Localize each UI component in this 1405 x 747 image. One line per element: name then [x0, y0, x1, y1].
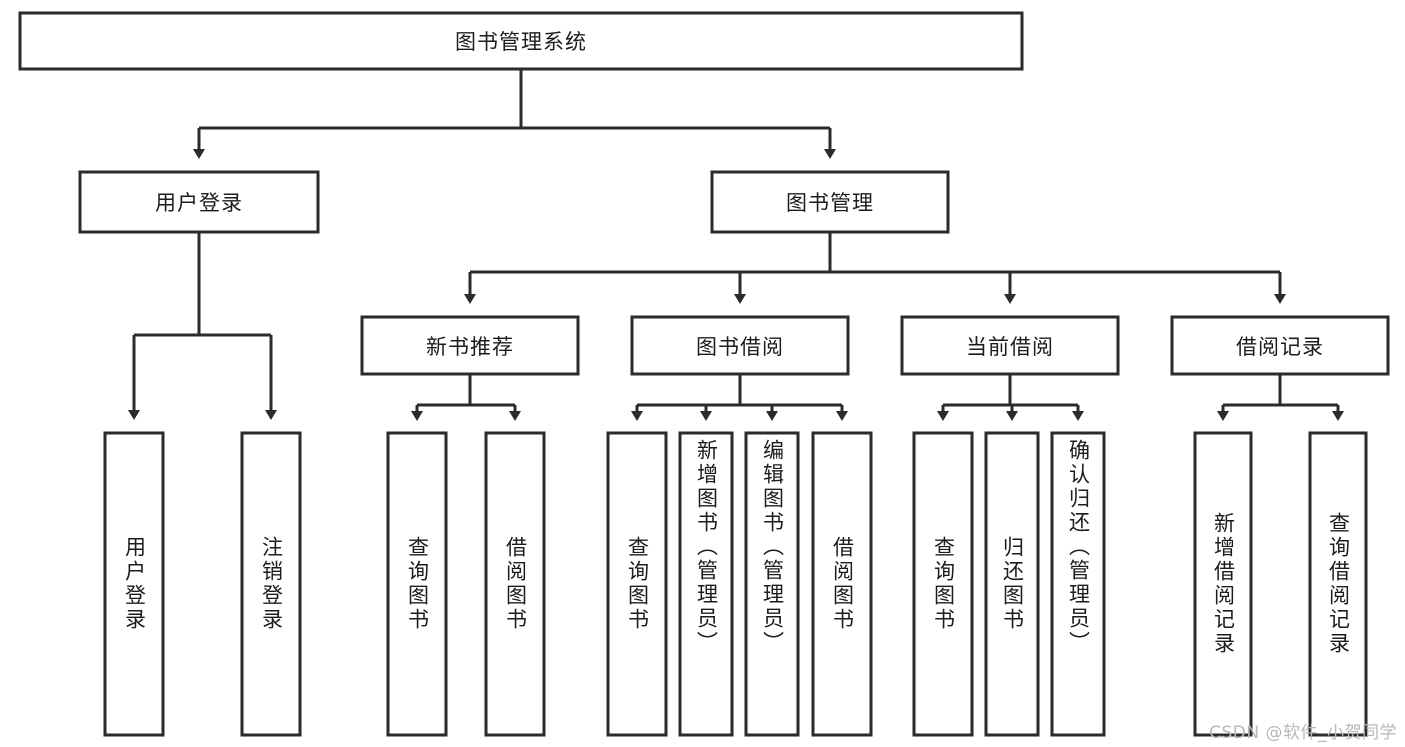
- node-boxes: [18, 11, 1390, 737]
- node-box-book-manage[interactable]: [710, 170, 950, 234]
- node-box-new-book-recommend[interactable]: [360, 315, 580, 376]
- node-box-user-login[interactable]: [78, 170, 320, 234]
- node-box-leaf-query-book-recommend[interactable]: [386, 431, 448, 737]
- node-box-leaf-user-login[interactable]: [103, 431, 165, 737]
- node-box-borrow-record[interactable]: [1170, 315, 1390, 376]
- node-box-current-borrow[interactable]: [900, 315, 1120, 376]
- node-box-leaf-borrow-book-recommend[interactable]: [484, 431, 546, 737]
- node-box-leaf-add-borrow-record[interactable]: [1193, 431, 1253, 737]
- connector-lines: [128, 69, 1344, 421]
- csdn-watermark: CSDN @软件_小贺同学: [1209, 723, 1397, 743]
- node-box-leaf-user-logout[interactable]: [240, 431, 302, 737]
- node-box-leaf-query-book-borrow[interactable]: [606, 431, 668, 737]
- node-box-root[interactable]: [18, 11, 1024, 71]
- node-box-leaf-borrow-book[interactable]: [811, 431, 873, 737]
- node-box-leaf-add-book[interactable]: [678, 431, 734, 737]
- node-box-leaf-confirm-return[interactable]: [1050, 431, 1106, 737]
- node-box-leaf-query-borrow-record[interactable]: [1308, 431, 1368, 737]
- node-box-leaf-edit-book[interactable]: [744, 431, 800, 737]
- node-box-leaf-query-book-current[interactable]: [912, 431, 974, 737]
- node-box-book-borrow[interactable]: [630, 315, 850, 376]
- node-box-leaf-return-book[interactable]: [984, 431, 1040, 737]
